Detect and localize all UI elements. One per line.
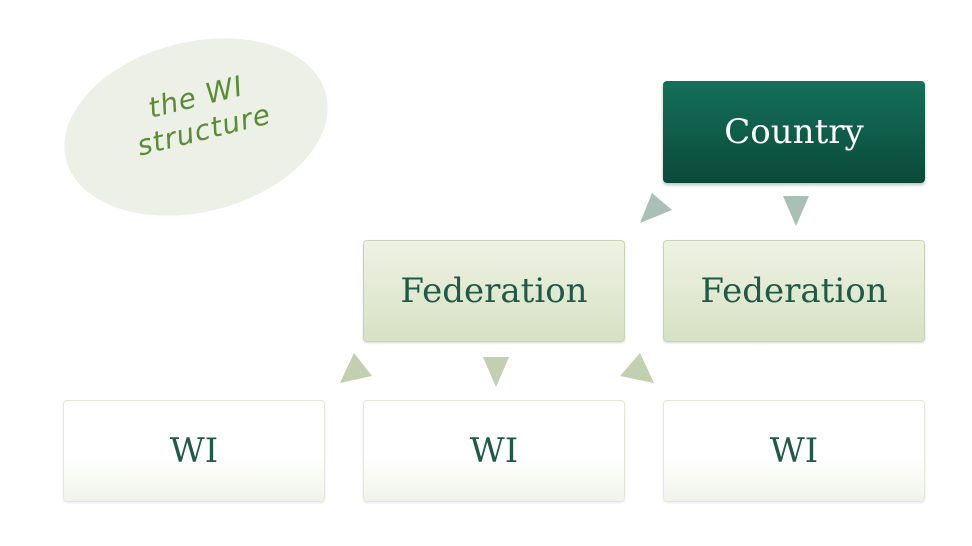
arrow-up-left-icon — [640, 193, 672, 223]
node-federation-1: Federation — [363, 240, 625, 342]
arrow-right-down-icon — [620, 353, 654, 383]
node-federation-2: Federation — [663, 240, 925, 342]
arrow-left-down-icon — [340, 353, 372, 383]
arrow-down-icon — [783, 196, 809, 226]
node-wi-2: WI — [363, 400, 625, 502]
arrow-down-icon — [483, 357, 509, 387]
node-country: Country — [663, 81, 925, 183]
node-wi-1: WI — [63, 400, 325, 502]
node-wi-3: WI — [663, 400, 925, 502]
